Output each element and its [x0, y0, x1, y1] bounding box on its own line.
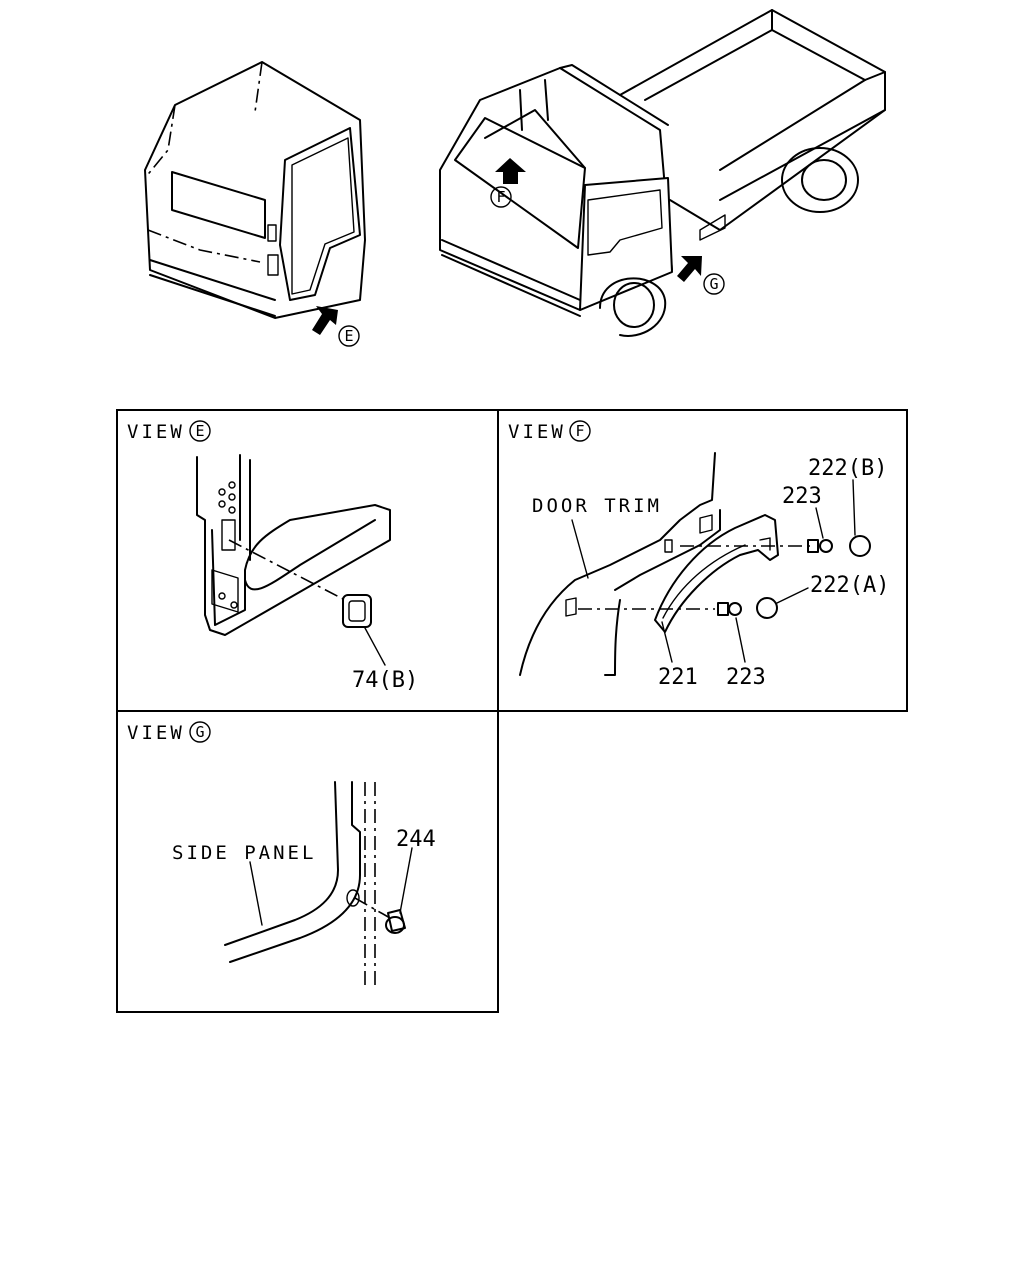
- view-arrow-e: [312, 306, 338, 335]
- view-e-heading: VIEW E: [127, 420, 211, 443]
- marker-f-overview: F: [490, 186, 512, 208]
- part-label-244: 244: [396, 827, 436, 852]
- marker-e-label: E: [344, 327, 353, 345]
- marker-g-label: G: [709, 275, 718, 293]
- view-arrow-f: [495, 158, 526, 184]
- view-e-title: VIEW: [127, 421, 185, 443]
- panel-view-f: [497, 409, 908, 712]
- side-panel-label: SIDE PANEL: [172, 842, 316, 864]
- view-g-marker: G: [195, 723, 204, 741]
- truck-overview: [439, 9, 886, 337]
- view-g-title: VIEW: [127, 722, 185, 744]
- view-f-title: VIEW: [508, 421, 566, 443]
- marker-g-overview: G: [703, 273, 725, 295]
- view-g-drawing: [224, 781, 413, 990]
- view-f-marker: F: [575, 422, 584, 440]
- part-label-74b: 74(B): [352, 668, 418, 693]
- view-f-drawing: [519, 452, 871, 676]
- cab-overview-left: [144, 61, 366, 335]
- door-trim-label: DOOR TRIM: [532, 495, 662, 517]
- part-label-223-bottom: 223: [726, 665, 766, 690]
- marker-e-overview: E: [338, 325, 360, 347]
- view-g-heading: VIEW G: [127, 721, 211, 744]
- part-label-222b: 222(B): [808, 456, 887, 481]
- view-f-heading: VIEW F: [508, 420, 591, 443]
- part-label-223-top: 223: [782, 484, 822, 509]
- marker-f-label: F: [496, 188, 505, 206]
- part-label-221: 221: [658, 665, 698, 690]
- view-e-marker: E: [195, 422, 204, 440]
- view-e-drawing: [196, 454, 391, 666]
- view-arrow-g: [677, 256, 702, 282]
- part-label-222a: 222(A): [810, 573, 889, 598]
- panel-view-g: [116, 710, 499, 1013]
